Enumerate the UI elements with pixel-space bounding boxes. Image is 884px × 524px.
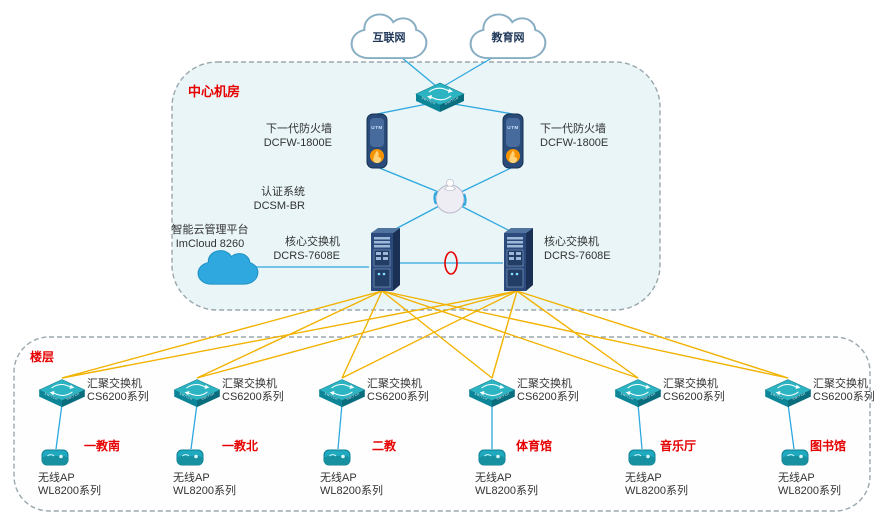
ap-icon-3 bbox=[478, 449, 506, 466]
core-left-name: 核心交换机 bbox=[285, 234, 340, 248]
core-right-model: DCRS-7608E bbox=[544, 250, 611, 262]
link-fwr-auth bbox=[458, 166, 514, 194]
firewall-left-icon bbox=[366, 113, 388, 169]
link bbox=[381, 290, 493, 379]
link-agg-ap-4 bbox=[637, 403, 643, 450]
link-fwl-auth bbox=[376, 166, 442, 194]
location-label-0: 一教南 bbox=[84, 438, 120, 453]
agg-model-5: CS6200系列 bbox=[813, 389, 875, 403]
link-agg-ap-1 bbox=[190, 403, 198, 450]
core-link-ring bbox=[444, 251, 458, 275]
cloud-mgmt-model: ImCloud 8260 bbox=[176, 238, 245, 250]
link bbox=[196, 290, 518, 379]
auth-model: DCSM-BR bbox=[254, 200, 305, 212]
ap-model-0: WL8200系列 bbox=[38, 483, 101, 497]
cloud-mgmt-name: 智能云管理平台 bbox=[172, 222, 249, 236]
agg-name-5: 汇聚交换机 bbox=[813, 376, 868, 390]
agg-name-0: 汇聚交换机 bbox=[87, 376, 142, 390]
firewall-right-model: DCFW-1800E bbox=[540, 137, 608, 149]
center-room-label: 中心机房 bbox=[188, 84, 240, 99]
firewall-right-icon bbox=[502, 113, 524, 169]
ap-name-0: 无线AP bbox=[38, 470, 75, 484]
agg-model-0: CS6200系列 bbox=[87, 389, 149, 403]
link bbox=[381, 290, 639, 379]
agg-name-4: 汇聚交换机 bbox=[663, 376, 718, 390]
link bbox=[341, 290, 518, 379]
firewall-left-name: 下一代防火墙 bbox=[266, 121, 332, 135]
link bbox=[516, 290, 639, 379]
link-switch-fwr bbox=[447, 102, 514, 115]
link bbox=[341, 290, 383, 379]
firewall-left-model: DCFW-1800E bbox=[264, 137, 332, 149]
core-switch-left-icon bbox=[370, 227, 401, 292]
link bbox=[491, 290, 518, 379]
ap-icon-5 bbox=[781, 449, 809, 466]
core-switch-right-icon bbox=[503, 227, 534, 292]
link-auth-corer bbox=[458, 204, 517, 235]
ap-name-2: 无线AP bbox=[320, 470, 357, 484]
location-label-4: 音乐厅 bbox=[660, 438, 696, 453]
agg-name-1: 汇聚交换机 bbox=[222, 376, 277, 390]
ap-name-5: 无线AP bbox=[778, 470, 815, 484]
ap-name-3: 无线AP bbox=[475, 470, 512, 484]
location-label-5: 图书馆 bbox=[810, 438, 846, 453]
link bbox=[381, 290, 789, 379]
internet-cloud-label: 互联网 bbox=[373, 30, 406, 44]
agg-name-3: 汇聚交换机 bbox=[517, 376, 572, 390]
ap-model-5: WL8200系列 bbox=[778, 483, 841, 497]
location-label-3: 体育馆 bbox=[516, 438, 552, 453]
ap-icon-1 bbox=[176, 449, 204, 466]
agg-model-1: CS6200系列 bbox=[222, 389, 284, 403]
agg-model-3: CS6200系列 bbox=[517, 389, 579, 403]
floor-label: 楼层 bbox=[30, 349, 54, 364]
ap-name-4: 无线AP bbox=[625, 470, 662, 484]
ap-model-4: WL8200系列 bbox=[625, 483, 688, 497]
zone-floor bbox=[13, 336, 871, 512]
link-agg-ap-5 bbox=[787, 403, 795, 450]
firewall-right-name: 下一代防火墙 bbox=[540, 121, 606, 135]
location-label-2: 二教 bbox=[372, 438, 397, 453]
ap-name-1: 无线AP bbox=[173, 470, 210, 484]
core-left-model: DCRS-7608E bbox=[273, 250, 340, 262]
link-agg-ap-0 bbox=[55, 403, 63, 450]
ap-model-2: WL8200系列 bbox=[320, 483, 383, 497]
ap-icon-4 bbox=[628, 449, 656, 466]
link bbox=[61, 290, 383, 379]
education-cloud-label: 教育网 bbox=[491, 30, 525, 44]
core-right-name: 核心交换机 bbox=[544, 234, 599, 248]
location-label-1: 一教北 bbox=[222, 438, 258, 453]
link bbox=[61, 290, 518, 379]
link-agg-ap-2 bbox=[337, 403, 343, 450]
ap-model-1: WL8200系列 bbox=[173, 483, 236, 497]
links-core-to-agg bbox=[61, 290, 789, 379]
agg-model-4: CS6200系列 bbox=[663, 389, 725, 403]
link-switch-fwl bbox=[376, 102, 433, 115]
ap-icon-0 bbox=[41, 449, 69, 466]
ap-icon-2 bbox=[323, 449, 351, 466]
link bbox=[516, 290, 789, 379]
ap-model-3: WL8200系列 bbox=[475, 483, 538, 497]
auth-name: 认证系统 bbox=[261, 185, 305, 198]
agg-model-2: CS6200系列 bbox=[367, 389, 429, 403]
agg-name-2: 汇聚交换机 bbox=[367, 376, 422, 390]
